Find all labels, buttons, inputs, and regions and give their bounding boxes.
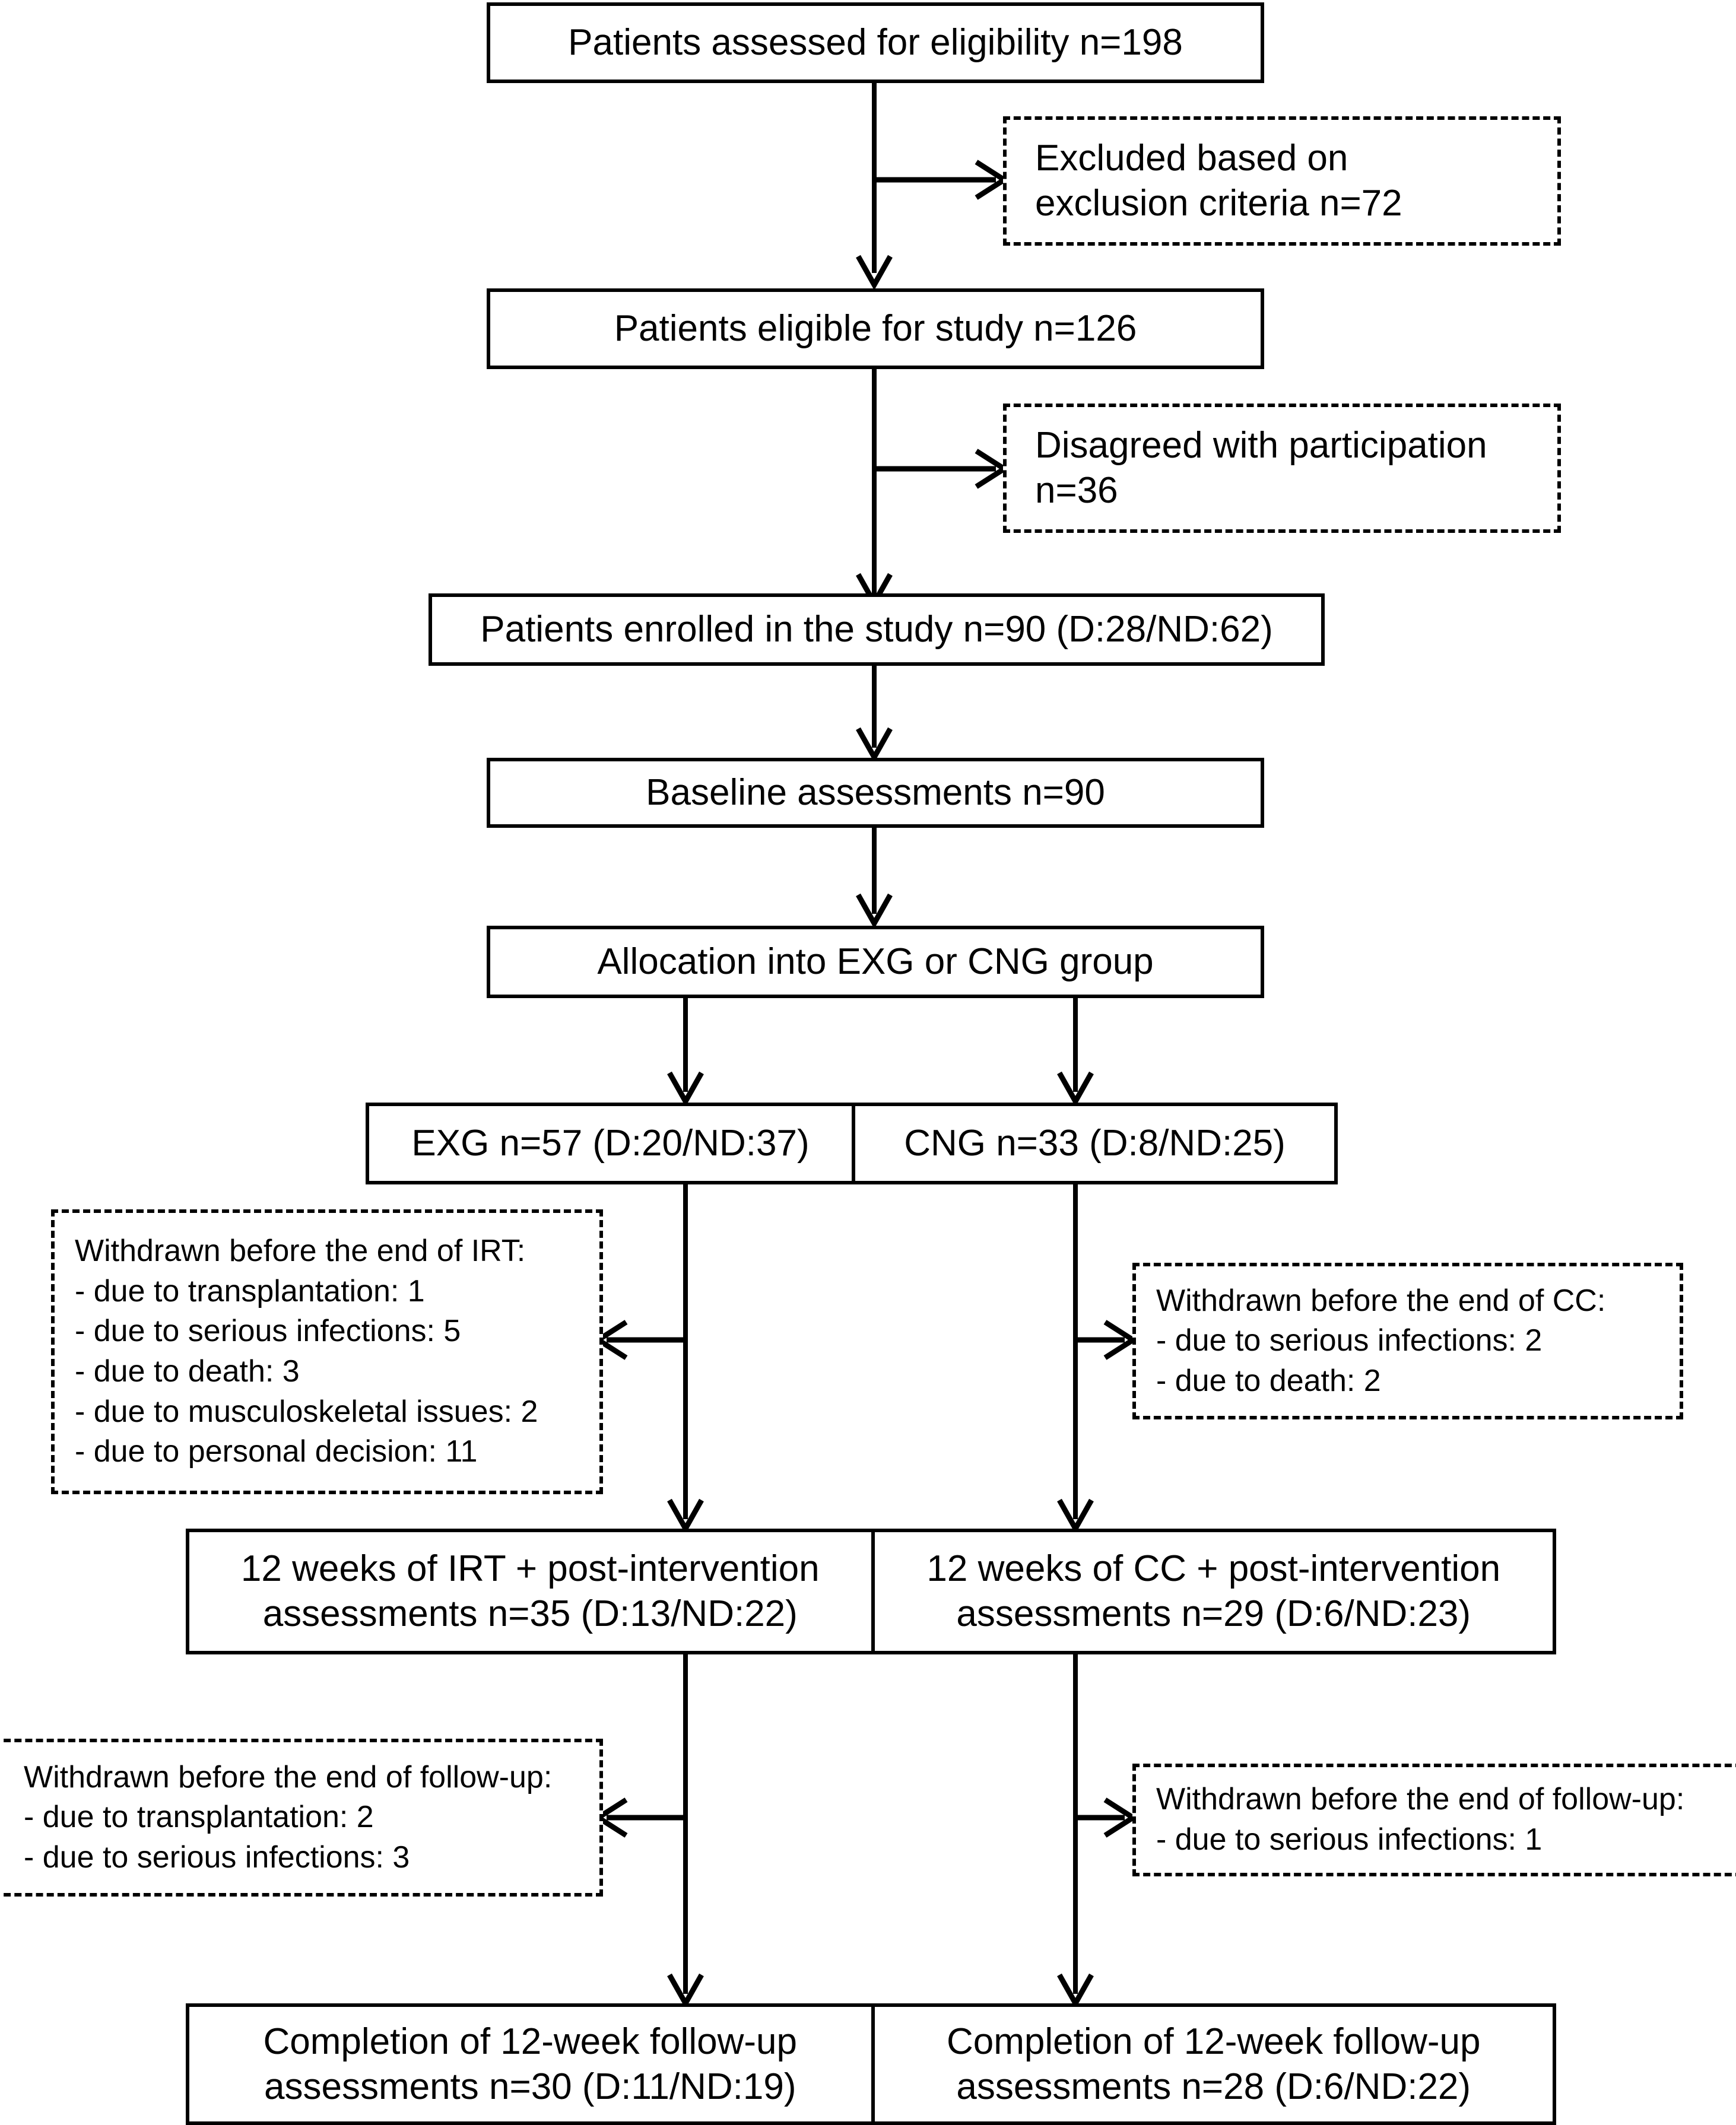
node-excluded-label: Excluded based on exclusion criteria n=7…: [1035, 138, 1402, 224]
connector-assessed-to-eligible: [856, 82, 893, 291]
node-patients-enrolled-label: Patients enrolled in the study n=90 (D:2…: [480, 609, 1273, 650]
node-withdrawn-followup-left: Withdrawn before the end of follow-up: -…: [0, 1739, 603, 1897]
node-withdrawn-cc: Withdrawn before the end of CC: - due to…: [1132, 1263, 1683, 1419]
node-cc-12weeks-label: 12 weeks of CC + post-intervention asses…: [926, 1548, 1501, 1634]
connector-enrolled-to-baseline: [856, 665, 893, 763]
connector-allocation-to-exg: [667, 997, 704, 1107]
node-withdrawn-irt: Withdrawn before the end of IRT: - due t…: [51, 1209, 603, 1494]
connector-exg-to-irt12: [667, 1183, 704, 1535]
node-cc-12weeks: 12 weeks of CC + post-intervention asses…: [871, 1532, 1553, 1651]
node-patients-assessed-label: Patients assessed for eligibility n=198: [568, 22, 1183, 63]
node-disagreed: Disagreed with participation n=36: [1003, 404, 1561, 533]
node-withdrawn-followup-right-label: Withdrawn before the end of follow-up: -…: [1156, 1782, 1685, 1857]
node-baseline-assessments: Baseline assessments n=90: [487, 758, 1264, 828]
node-irt-12weeks-label: 12 weeks of IRT + post-intervention asse…: [240, 1548, 820, 1634]
node-group-allocation-split: EXG n=57 (D:20/ND:37) CNG n=33 (D:8/ND:2…: [366, 1103, 1338, 1184]
connector-eligible-to-enrolled: [856, 368, 893, 609]
connector-cc12-withdrawn-followup: [1075, 1797, 1138, 1838]
connector-irt12-withdrawn-followup: [593, 1797, 685, 1838]
node-patients-eligible-label: Patients eligible for study n=126: [614, 308, 1137, 350]
node-excluded: Excluded based on exclusion criteria n=7…: [1003, 116, 1561, 246]
node-allocation-label: Allocation into EXG or CNG group: [597, 941, 1154, 983]
node-withdrawn-cc-label: Withdrawn before the end of CC: - due to…: [1156, 1283, 1606, 1398]
node-completion-exg-label: Completion of 12-week follow-up assessme…: [263, 2021, 797, 2107]
connector-irt12-to-completion-exg: [667, 1653, 704, 2009]
node-baseline-assessments-label: Baseline assessments n=90: [646, 772, 1105, 814]
node-patients-eligible: Patients eligible for study n=126: [487, 288, 1264, 369]
node-completion-exg: Completion of 12-week follow-up assessme…: [189, 2007, 871, 2121]
node-cng: CNG n=33 (D:8/ND:25): [852, 1106, 1334, 1181]
connector-cng-withdrawn-cc: [1075, 1320, 1138, 1360]
node-disagreed-label: Disagreed with participation n=36: [1035, 425, 1487, 511]
connector-baseline-to-allocation: [856, 827, 893, 929]
node-completion-split: Completion of 12-week follow-up assessme…: [186, 2003, 1556, 2125]
node-withdrawn-followup-left-label: Withdrawn before the end of follow-up: -…: [24, 1759, 553, 1875]
node-allocation: Allocation into EXG or CNG group: [487, 926, 1264, 998]
node-irt-12weeks: 12 weeks of IRT + post-intervention asse…: [189, 1532, 871, 1651]
connector-eligible-to-disagreed: [874, 449, 1010, 489]
node-withdrawn-followup-right: Withdrawn before the end of follow-up: -…: [1132, 1764, 1736, 1876]
node-cng-label: CNG n=33 (D:8/ND:25): [904, 1123, 1286, 1164]
node-completion-cng-label: Completion of 12-week follow-up assessme…: [947, 2021, 1481, 2107]
connector-exg-withdrawn-irt: [593, 1320, 685, 1360]
connector-assessed-to-excluded: [874, 160, 1010, 200]
node-exg: EXG n=57 (D:20/ND:37): [369, 1106, 852, 1181]
node-completion-cng: Completion of 12-week follow-up assessme…: [871, 2007, 1553, 2121]
node-withdrawn-irt-label: Withdrawn before the end of IRT: - due t…: [75, 1234, 538, 1469]
node-12weeks-split: 12 weeks of IRT + post-intervention asse…: [186, 1529, 1556, 1654]
connector-cng-to-cc12: [1057, 1183, 1094, 1535]
node-patients-enrolled: Patients enrolled in the study n=90 (D:2…: [429, 593, 1325, 666]
node-exg-label: EXG n=57 (D:20/ND:37): [411, 1123, 810, 1164]
connector-cc12-to-completion-cng: [1057, 1653, 1094, 2009]
node-patients-assessed: Patients assessed for eligibility n=198: [487, 2, 1264, 83]
connector-allocation-to-cng: [1057, 997, 1094, 1107]
